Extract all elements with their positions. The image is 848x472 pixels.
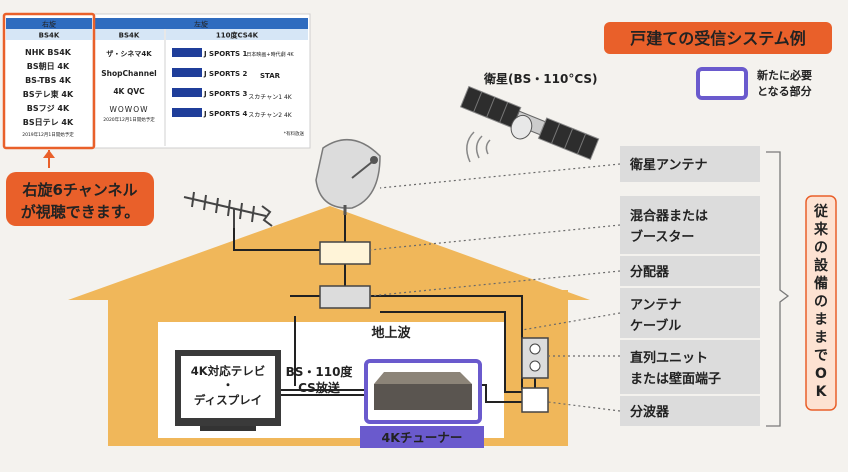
legend-new-part-swatch [696, 67, 748, 100]
channel-jsports4: J SPORTS 4 [203, 110, 247, 118]
equipment-cable-line2: ケーブル [630, 318, 681, 334]
splitter-box [521, 387, 549, 413]
channel-qvc: 4K QVC [113, 87, 145, 96]
satellite-icon [459, 85, 600, 160]
equipment-distributor: 分配器 [630, 264, 670, 280]
channel-nhk-bs4k: NHK BS4K [25, 48, 72, 57]
legend: 新たに必要 となる部分 [696, 67, 812, 100]
signal-waves-icon [466, 131, 491, 163]
right-note: 2019年12月1日開始予定 [22, 131, 74, 138]
channel-bs-tvtokyo: BSテレ東 4K [23, 89, 74, 99]
channel-nihon-eiga: 日本映画+時代劇 4K [246, 51, 294, 58]
channel-skachan2: スカチャン2 4K [248, 112, 292, 119]
col-cs4k: 110度CS4K [216, 31, 259, 40]
mixer-booster-box [319, 241, 371, 265]
channel-shop: ShopChannel [101, 69, 157, 78]
channel-skachan1: スカチャン1 4K [248, 94, 292, 101]
right-rotation-header: 右旋 [42, 20, 56, 29]
tv-label-line-1: 4K対応テレビ [191, 364, 265, 378]
4k-tuner: 4Kチューナー [360, 359, 484, 448]
equipment-wall-line2: または壁面端子 [630, 371, 721, 387]
title-block: 戸建ての受信システム例 [604, 22, 832, 54]
equipment-satellite-antenna: 衛星アンテナ [629, 157, 707, 173]
satellite-dish-icon [315, 138, 381, 215]
bracket-icon [766, 151, 790, 427]
bs-cs-label-line-2: CS放送 [298, 380, 341, 395]
legend-line-1: 新たに必要 [757, 68, 812, 82]
equipment-mixer-line1: 混合器または [630, 208, 708, 224]
legend-line-2: となる部分 [757, 84, 812, 98]
left-rotation-header: 左旋 [194, 20, 208, 29]
channel-bs-fuji: BSフジ 4K [27, 104, 70, 113]
page-title: 戸建ての受信システム例 [630, 29, 806, 48]
equipment-splitter: 分波器 [630, 404, 670, 420]
callout-box: 右旋6チャンネル が視聴できます。 [6, 172, 154, 226]
cs4k-note: *有料放送 [284, 130, 305, 137]
channel-jsports3: J SPORTS 3 [203, 90, 247, 98]
equipment-cable-line1: アンテナ [630, 298, 681, 313]
col-bs4k-left: BS4K [119, 32, 140, 40]
channel-bs-ntv: BS日テレ 4K [23, 118, 74, 127]
tv-label-line-2: ・ [222, 378, 234, 392]
terrestrial-label: 地上波 [371, 325, 411, 341]
callout-line-2: が視聴できます。 [21, 203, 140, 221]
callout-arrow-icon [43, 150, 55, 158]
channel-jsports2: J SPORTS 2 [203, 70, 247, 78]
channel-table: 右旋 BS4K 左旋 BS4K 110度CS4K NHK BS4K BS朝日 4… [3, 13, 311, 149]
channel-jsports1: J SPORTS 1 [203, 50, 247, 58]
bs-cs-label-line-1: BS・110度 [286, 364, 354, 379]
equipment-mixer-line2: ブースター [630, 229, 694, 245]
leader-lines [369, 163, 621, 412]
wall-terminal-icon [521, 337, 549, 379]
left-note: 2020年12月1日開始予定 [103, 116, 155, 123]
callout-line-1: 右旋6チャンネル [23, 181, 138, 199]
satellite-label: 衛星(BS・110°CS) [483, 71, 597, 86]
equipment-wall-line1: 直列ユニット [630, 350, 708, 366]
cs4k-list: J SPORTS 1 J SPORTS 2 J SPORTS 3 J SPORT… [172, 48, 247, 118]
channel-wowow: WOWOW [109, 105, 148, 114]
right-rotation-highlight [2, 12, 96, 150]
equipment-labels: 衛星アンテナ 混合器または ブースター 分配器 アンテナ ケーブル 直列ユニット… [620, 146, 760, 426]
terrestrial-antenna-icon [183, 191, 273, 228]
tv-label-line-3: ディスプレイ [194, 393, 262, 407]
channel-bs-asahi: BS朝日 4K [27, 61, 70, 71]
tv-display: 4K対応テレビ ・ ディスプレイ [175, 350, 281, 431]
channel-the-cinema: ザ・シネマ4K [106, 49, 152, 58]
channel-star: STAR [260, 72, 281, 80]
col-bs4k-right: BS4K [39, 32, 60, 40]
distributor-box [319, 285, 371, 309]
4k-tuner-label: 4Kチューナー [382, 430, 463, 445]
channel-bs-tbs: BS-TBS 4K [25, 76, 72, 85]
